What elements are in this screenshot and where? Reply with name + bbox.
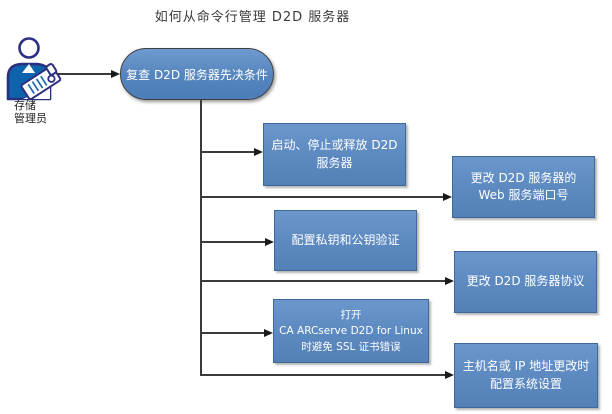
node-start-stop-release[interactable]: 启动、停止或释放 D2D 服务器 bbox=[263, 123, 406, 186]
node-change-protocol[interactable]: 更改 D2D 服务器协议 bbox=[454, 251, 597, 313]
arrowhead-branch-1 bbox=[254, 148, 263, 156]
arrowhead-branch-6 bbox=[445, 371, 454, 379]
node-configure-system-settings[interactable]: 主机名或 IP 地址更改时 配置系统设置 bbox=[454, 343, 598, 408]
connector-branch-5 bbox=[200, 332, 264, 334]
diagram-title: 如何从命令行管理 D2D 服务器 bbox=[154, 10, 351, 25]
connector-branch-1 bbox=[200, 151, 254, 153]
arrowhead-actor-to-root bbox=[111, 70, 120, 78]
connector-actor-to-root bbox=[57, 73, 111, 75]
connector-branch-4 bbox=[200, 280, 445, 282]
storage-admin-icon bbox=[6, 37, 62, 101]
node-avoid-ssl-errors[interactable]: 打开 CA ARCserve D2D for Linux 时避免 SSL 证书错… bbox=[273, 299, 429, 363]
arrowhead-branch-4 bbox=[445, 277, 454, 285]
trunk-connector bbox=[200, 100, 202, 376]
arrowhead-branch-2 bbox=[443, 193, 452, 201]
node-review-prerequisites[interactable]: 复查 D2D 服务器先决条件 bbox=[120, 48, 274, 100]
node-configure-key-auth[interactable]: 配置私钥和公钥验证 bbox=[274, 210, 417, 271]
node-change-web-port[interactable]: 更改 D2D 服务器的 Web 服务端口号 bbox=[452, 156, 595, 218]
connector-branch-2 bbox=[200, 196, 443, 198]
actor-label: 存储 管理员 bbox=[14, 99, 47, 125]
arrowhead-branch-3 bbox=[265, 238, 274, 246]
arrowhead-branch-5 bbox=[264, 329, 273, 337]
connector-branch-6 bbox=[200, 374, 445, 376]
connector-branch-3 bbox=[200, 241, 265, 243]
